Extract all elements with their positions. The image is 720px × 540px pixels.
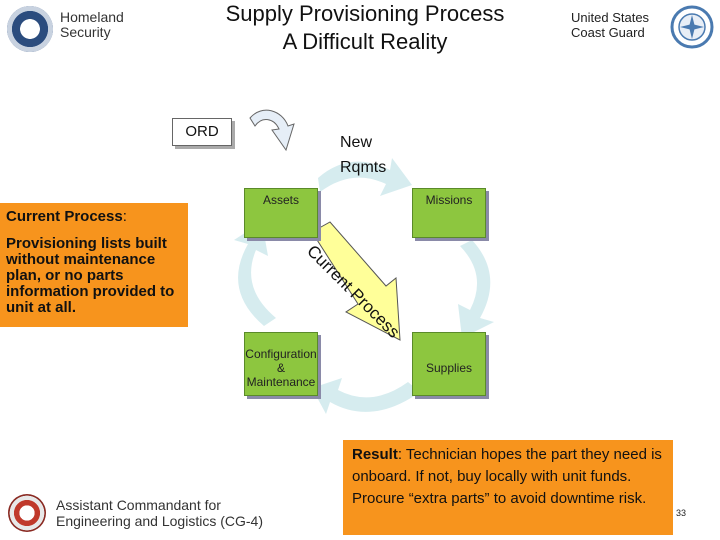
node-configuration-maintenance: Configuration & Maintenance bbox=[244, 332, 318, 396]
coast-guard-text: United States Coast Guard bbox=[571, 10, 650, 40]
dhs-seal-icon bbox=[7, 6, 53, 52]
ord-box: ORD bbox=[172, 118, 232, 146]
node-assets: Assets bbox=[244, 188, 318, 238]
node-supplies-label: Supplies bbox=[425, 361, 473, 375]
current-process-body: Provisioning lists built without mainten… bbox=[6, 235, 175, 316]
node-config-label: Configuration & Maintenance bbox=[245, 347, 317, 389]
cycle-arrow-right bbox=[458, 240, 494, 338]
result-label: Result bbox=[352, 446, 398, 463]
node-missions-label: Missions bbox=[425, 193, 473, 207]
page-number: 33 bbox=[676, 508, 687, 518]
current-process-arrow-text: Current Process bbox=[303, 241, 403, 341]
footer-organization: Assistant Commandant for Engineering and… bbox=[56, 497, 263, 529]
current-process-callout: Current Process: Provisioning lists buil… bbox=[0, 203, 188, 327]
homeland-security-text: Homeland Security bbox=[60, 9, 124, 40]
ord-loop-arrow bbox=[249, 109, 295, 152]
ord-label: ORD bbox=[185, 123, 219, 140]
new-rqmts-label: New Rqmts bbox=[340, 134, 387, 176]
current-process-heading: Current Process: bbox=[6, 208, 127, 225]
coast-guard-emblem-icon bbox=[668, 5, 716, 49]
cycle-arrow-bottom bbox=[312, 378, 420, 414]
node-missions: Missions bbox=[412, 188, 486, 238]
result-text: : Technician hopes the part they need is… bbox=[352, 446, 662, 507]
cycle-arrow-top bbox=[318, 158, 412, 196]
node-assets-label: Assets bbox=[262, 193, 299, 207]
cycle-arrow-left bbox=[234, 222, 276, 326]
result-callout: Result: Technician hopes the part they n… bbox=[343, 440, 673, 535]
current-process-arrow bbox=[311, 221, 401, 341]
node-supplies: Supplies bbox=[412, 332, 486, 396]
cg4-seal-icon bbox=[8, 494, 46, 532]
page-title: Supply Provisioning Process A Difficult … bbox=[225, 1, 505, 54]
result-body: Result: Technician hopes the part they n… bbox=[352, 444, 668, 510]
